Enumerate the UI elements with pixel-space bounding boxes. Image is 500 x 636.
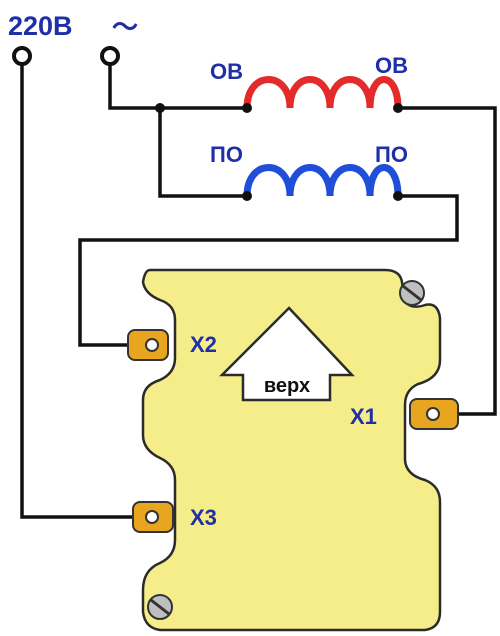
wire-po-right-to-x2 <box>78 194 459 347</box>
junction-dot <box>393 103 403 113</box>
arrow-label: верх <box>264 375 310 397</box>
junction-dot <box>155 103 165 113</box>
po-coil <box>243 164 402 200</box>
junction-dot <box>242 191 252 201</box>
terminal-x1-lug <box>409 398 459 430</box>
ac-symbol: ～ <box>112 12 138 42</box>
supply-terminal-left <box>12 46 32 66</box>
terminal-x1-label: X1 <box>350 404 377 429</box>
ov-coil <box>243 76 402 112</box>
junction-dot <box>393 191 403 201</box>
terminal-x2-lug <box>127 329 169 361</box>
wire-ov-left-to-po-left <box>158 108 247 198</box>
terminal-x3-lug <box>132 501 174 533</box>
screw-top-right <box>399 280 425 306</box>
relay-block <box>141 268 442 632</box>
junction-dot <box>242 103 252 113</box>
up-arrow-icon <box>218 306 355 402</box>
po-right-label: ПО <box>375 142 408 167</box>
wire-x3-to-supply <box>20 64 140 519</box>
screw-bottom-left <box>147 594 173 620</box>
terminal-x2-label: X2 <box>190 332 217 357</box>
wire-ov-right-to-x1 <box>398 106 497 416</box>
ov-right-label: ОВ <box>375 53 408 78</box>
wire-supply-to-coils <box>108 64 247 110</box>
supply-terminal-right <box>100 46 120 66</box>
ov-left-label: ОВ <box>210 59 243 84</box>
terminal-x3-label: X3 <box>190 505 217 530</box>
po-left-label: ПО <box>210 142 243 167</box>
supply-voltage-label: 220В <box>8 11 73 41</box>
